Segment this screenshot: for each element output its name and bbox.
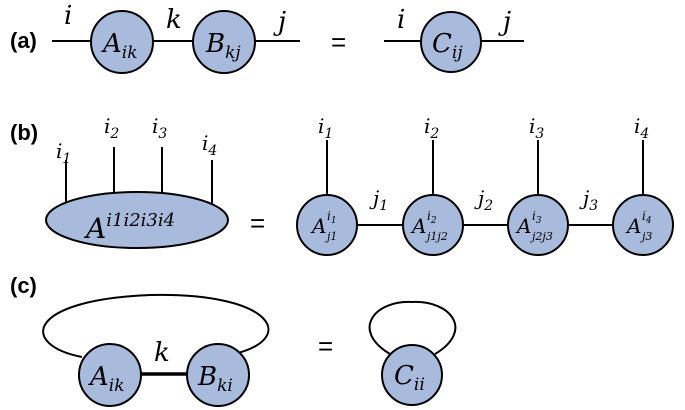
svg-text:A: A: [410, 214, 426, 238]
node-C-ij: [420, 11, 482, 73]
phys-leg-i1-label: i1: [318, 114, 333, 142]
self-loop-edge: [368, 300, 457, 355]
node-A-ik-c: [78, 343, 142, 407]
panel-c-label: (c): [10, 273, 37, 298]
svg-text:j1: j1: [324, 230, 337, 243]
mps-node-3: [507, 194, 569, 256]
tensor-A-ellipse: [45, 191, 229, 249]
leg-i3-label: i3: [152, 114, 167, 142]
mps-node-4-label: A i4 j3: [625, 209, 652, 243]
index-j-rhs-label: j: [498, 7, 511, 37]
leg-i4-label: i4: [202, 131, 217, 159]
index-i-label: i: [64, 1, 72, 31]
index-k-label: k: [166, 5, 182, 35]
svg-text:j2j3: j2j3: [529, 230, 553, 243]
node-B-ki-c: [186, 343, 250, 407]
phys-leg-i2-label: i2: [424, 114, 439, 142]
panel-b: (b) i1 i2 i3 i4 Ai1i2i3i4 = i1 i2 i3 i4 …: [10, 114, 674, 256]
svg-text:j3: j3: [639, 230, 652, 243]
svg-text:A: A: [310, 214, 326, 238]
equals-sign: =: [318, 331, 333, 361]
node-B-label: Bkj: [205, 29, 241, 63]
mps-node-4: [612, 194, 674, 256]
node-A-ik: [90, 10, 154, 74]
svg-text:j1j2: j1j2: [424, 230, 448, 243]
panel-a-label: (a): [10, 28, 37, 53]
equals-sign: =: [250, 208, 265, 238]
tensor-A-label: Ai1i2i3i4: [83, 210, 175, 245]
leg-i2-label: i2: [104, 114, 119, 142]
phys-leg-i3-label: i3: [529, 114, 544, 142]
panel-a: (a) i k j Aik Bkj = i j Cij: [10, 1, 524, 74]
bond-j1-label: j1: [369, 186, 388, 214]
bond-j3-label: j3: [579, 186, 598, 214]
svg-text:i2: i2: [427, 209, 437, 226]
svg-text:A: A: [515, 214, 531, 238]
svg-text:A: A: [625, 214, 641, 238]
panel-b-label: (b): [10, 120, 38, 145]
mps-node-1: [296, 194, 358, 256]
svg-text:i3: i3: [532, 209, 542, 226]
leg-i1-label: i1: [56, 139, 71, 167]
index-j-label: j: [273, 7, 286, 37]
node-C-ii-label: Cii: [394, 361, 425, 395]
mps-node-1-label: A i1 j1: [310, 209, 337, 243]
node-B-kj: [192, 10, 256, 74]
node-A-label: Aik: [101, 29, 138, 63]
node-B-c-label: Bki: [197, 362, 233, 396]
mps-node-3-label: A i3 j2j3: [515, 209, 553, 243]
index-i-rhs-label: i: [397, 5, 405, 35]
node-C-label: Cij: [432, 29, 463, 63]
index-k-c-label: k: [154, 338, 170, 368]
mps-node-2: [402, 194, 464, 256]
bond-j2-label: j2: [474, 186, 493, 214]
svg-text:i1: i1: [327, 209, 337, 226]
trace-loop-edge: [42, 293, 270, 358]
panel-c: (c) k Aik Bki = Cii: [10, 273, 457, 407]
equals-sign: =: [331, 27, 346, 57]
node-A-c-label: Aik: [88, 362, 125, 396]
node-C-ii: [381, 344, 443, 406]
svg-text:i4: i4: [642, 209, 652, 226]
phys-leg-i4-label: i4: [634, 114, 649, 142]
mps-node-2-label: A i2 j1j2: [410, 209, 448, 243]
